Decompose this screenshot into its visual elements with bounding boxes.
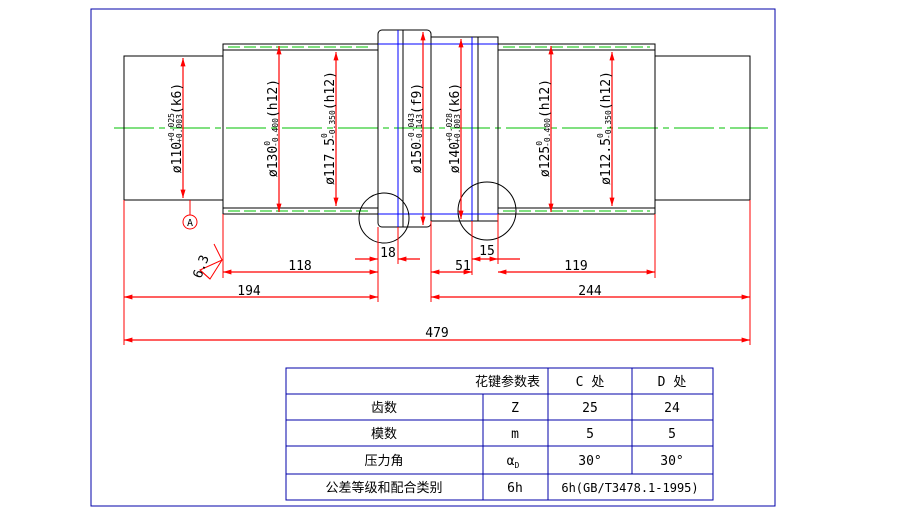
datum-a-symbol: A [182, 200, 198, 230]
dim-d150: ø150-0.043-0.143(f9) [407, 83, 425, 173]
dim-l119: 119 [564, 259, 587, 274]
dim-l18: 18 [380, 246, 396, 261]
svg-text:A: A [187, 218, 193, 229]
table-row-angle-d: 30° [660, 454, 683, 469]
table-row-teeth-name: 齿数 [371, 401, 397, 416]
dim-l244: 244 [578, 284, 602, 299]
dim-d110: ø110+0.025+0.003(k6) [167, 83, 185, 173]
dim-d140: ø140+0.028+0.003(k6) [445, 83, 463, 173]
extension-lines [123, 200, 751, 345]
table-row-tolerance-value: 6h(GB/T3478.1-1995) [561, 481, 698, 495]
pitch-lines [228, 46, 650, 212]
dim-d1125: ø112.50-0.350(h12) [596, 71, 614, 185]
dim-l15: 15 [479, 244, 495, 259]
table-col-c: C 处 [576, 375, 605, 390]
table-row-teeth-symbol: Z [511, 401, 519, 416]
table-row-angle-name: 压力角 [364, 454, 403, 469]
dim-l51: 51 [455, 259, 471, 274]
table-title: 花键参数表 [475, 374, 540, 390]
roughness-symbol [199, 243, 224, 280]
spline-table [285, 367, 714, 501]
table-row-module-symbol: m [511, 427, 519, 442]
table-col-d: D 处 [658, 375, 687, 390]
drawing-frame [90, 8, 776, 507]
dim-d125: ø1250-0.400(h12) [535, 79, 553, 177]
construction-lines [378, 30, 498, 227]
length-dim-lines [124, 256, 750, 343]
table-row-angle-c: 30° [578, 454, 601, 469]
detail-circle-c [358, 192, 410, 244]
table-row-module-c: 5 [586, 427, 594, 442]
detail-circle-d [457, 181, 517, 241]
dim-d1175: ø117.50-0.350(h12) [320, 71, 338, 185]
diameter-dim-lines [180, 32, 615, 225]
table-row-module-name: 模数 [371, 427, 397, 442]
table-row-module-d: 5 [668, 427, 676, 442]
dim-l194: 194 [237, 284, 261, 299]
roughness-value: 6.3 [191, 253, 213, 280]
dim-d130: ø1300-0.400(h12) [263, 79, 281, 177]
table-row-teeth-d: 24 [664, 401, 680, 416]
table-row-teeth-c: 25 [582, 401, 598, 416]
dim-l118: 118 [288, 259, 311, 274]
dim-l479: 479 [425, 326, 448, 341]
table-row-angle-symbol: αD [507, 454, 520, 470]
table-row-tolerance-symbol: 6h [507, 481, 523, 496]
table-row-tolerance-name: 公差等级和配合类别 [325, 480, 442, 496]
shaft-outline [123, 29, 751, 228]
